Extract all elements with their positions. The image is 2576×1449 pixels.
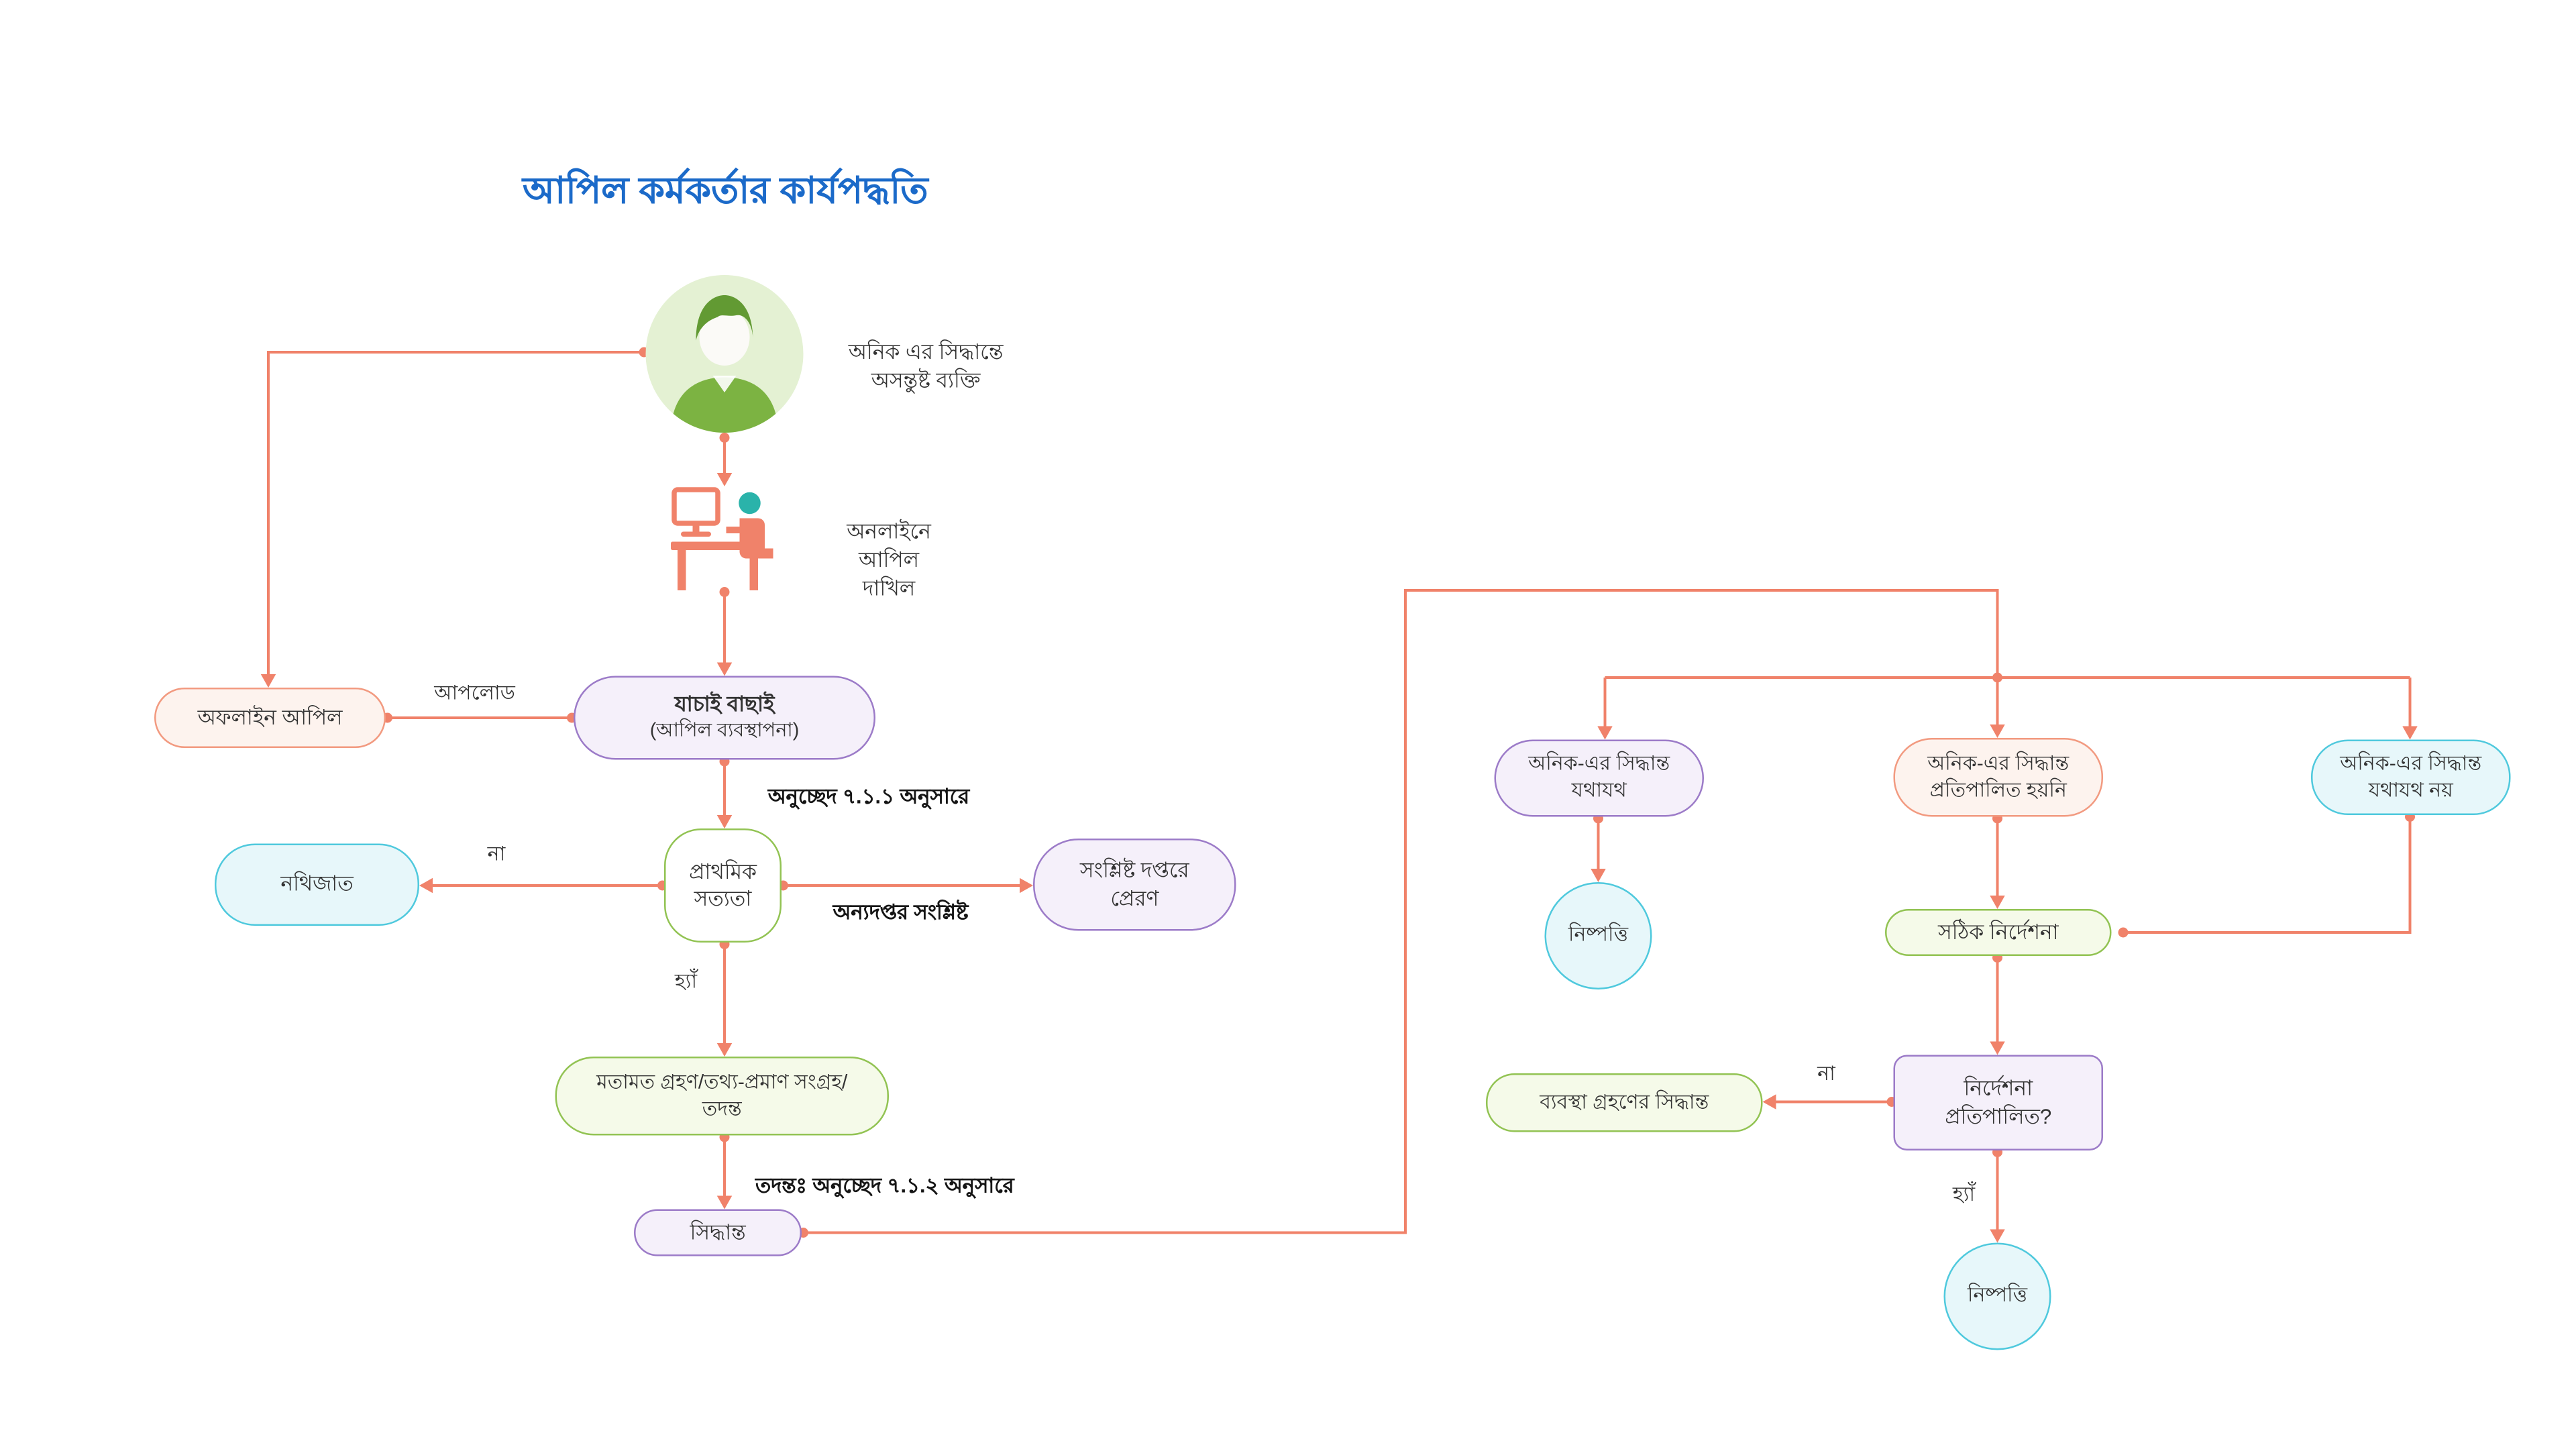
direction-followed-line2: প্রতিপালিত?: [1945, 1104, 2052, 1128]
primary-truth-line2: সত্যতা: [694, 887, 752, 911]
settlement-node-2: নিষ্পত্তি: [1943, 1242, 2051, 1350]
edge-label-upload: আপলোড: [434, 681, 515, 704]
edge-primary-to-senddept: [778, 877, 1033, 894]
verify-line2: (আপিল ব্যবস্থাপনা): [649, 720, 800, 741]
verify-line1: যাচাই বাছাই: [674, 693, 775, 717]
edge-label-no-1: না: [487, 842, 506, 865]
decision-node: সিদ্ধান্ত: [634, 1209, 802, 1256]
direction-followed-node: নির্দেশনা প্রতিপালিত?: [1893, 1055, 2103, 1150]
online-submit-caption-line2: দাখিল: [862, 576, 916, 600]
opinion-line2: তদন্ত: [702, 1095, 742, 1120]
anik-proper-line1: অনিক-এর সিদ্ধান্ত: [1528, 752, 1670, 776]
edge-proper-to-settle1: [1591, 813, 1606, 882]
complainant-caption: অনিক এর সিদ্ধান্তে অসন্তুষ্ট ব্যক্তি: [832, 339, 1020, 395]
edge-primary-to-filed: [419, 877, 667, 894]
correct-direction-node: সঠিক নির্দেশনা: [1885, 909, 2112, 956]
edge-label-yes-1: হ্যাঁ: [674, 969, 698, 993]
primary-truth-node: প্রাথমিক সত্যতা: [664, 828, 782, 943]
send-to-dept-node: সংশ্লিষ্ট দপ্তরে প্রেরণ: [1033, 839, 1236, 931]
edge-label-section-711: অনুচ্ছেদ ৭.১.১ অনুসারে: [767, 785, 970, 808]
edge-label-no-2: না: [1817, 1061, 1835, 1085]
decision-label: সিদ্ধান্ত: [690, 1220, 746, 1244]
edge-notfollowed-to-direction: [1990, 813, 2005, 909]
primary-truth-line1: প্রাথমিক: [689, 859, 757, 883]
dissatisfied-person-avatar-icon: [644, 274, 805, 435]
action-decision-node: ব্যবস্থা গ্রহণের সিদ্ধান্ত: [1486, 1073, 1763, 1132]
correct-direction-label: সঠিক নির্দেশনা: [1937, 920, 2059, 945]
edge-decision-to-branches: [798, 589, 2418, 1238]
direction-followed-line1: নির্দেশনা: [1964, 1077, 2033, 1101]
send-dept-line2: প্রেরণ: [1110, 886, 1159, 910]
online-submit-caption-line1: অনলাইনে আপিল: [847, 520, 931, 572]
edge-online-to-verify: [716, 587, 733, 676]
anik-decision-improper-node: অনিক-এর সিদ্ধান্ত যথাযথ নয়: [2311, 739, 2511, 815]
edge-offline-to-verify: [382, 712, 577, 723]
edge-complainant-to-online: [716, 433, 733, 486]
anik-improper-line2: যথাযথ নয়: [2368, 777, 2453, 801]
opinion-line1: মতামত গ্রহণ/তথ্য-প্রমাণ সংগ্রহ/: [596, 1069, 848, 1093]
offline-appeal-label: অফলাইন আপিল: [197, 706, 343, 730]
complainant-caption-line1: অনিক এর সিদ্ধান্তে: [848, 340, 1004, 364]
edge-verify-to-primary: [716, 756, 733, 828]
opinion-evidence-node: মতামত গ্রহণ/তথ্য-প্রমাণ সংগ্রহ/ তদন্ত: [555, 1057, 889, 1136]
edge-direction-to-followed: [1990, 953, 2005, 1055]
settlement-2-label: নিষ্পত্তি: [1967, 1283, 2028, 1307]
edge-label-other-dept: অন্যদপ্তর সংশ্লিষ্ট: [833, 900, 969, 924]
offline-appeal-node: অফলাইন আপিল: [154, 688, 386, 748]
edge-label-yes-2: হ্যাঁ: [1952, 1182, 1976, 1206]
edge-complainant-to-offline: [260, 347, 649, 688]
edge-primary-to-opinion: [716, 939, 733, 1057]
anik-not-followed-line1: অনিক-এর সিদ্ধান্ত: [1927, 751, 2070, 775]
complainant-caption-line2: অসন্তুষ্ট ব্যক্তি: [871, 368, 981, 392]
send-dept-line1: সংশ্লিষ্ট দপ্তরে: [1079, 859, 1189, 883]
action-decision-label: ব্যবস্থা গ্রহণের সিদ্ধান্ত: [1540, 1089, 1709, 1114]
anik-decision-proper-node: অনিক-এর সিদ্ধান্ত যথাযথ: [1494, 739, 1704, 817]
filed-label: নথিজাত: [280, 872, 354, 896]
settlement-1-label: নিষ্পত্তি: [1568, 922, 1629, 947]
anik-not-followed-line2: প্রতিপালিত হয়নি: [1929, 777, 2067, 801]
page-title: আপিল কর্মকর্তার কার্যপদ্ধতি: [522, 169, 928, 212]
edge-improper-to-direction: [2118, 812, 2415, 938]
anik-proper-line2: যথাযথ: [1571, 778, 1627, 802]
online-submit-caption: অনলাইনে আপিল দাখিল: [815, 519, 963, 604]
edge-opinion-to-decision: [716, 1132, 733, 1210]
verify-screening-node: যাচাই বাছাই (আপিল ব্যবস্থাপনা): [574, 676, 875, 760]
edge-label-investigation-712: তদন্তঃ অনুচ্ছেদ ৭.১.২ অনুসারে: [755, 1174, 1014, 1197]
anik-improper-line1: অনিক-এর সিদ্ধান্ত: [2340, 751, 2482, 775]
settlement-node-1: নিষ্পত্তি: [1544, 882, 1652, 989]
edge-followed-to-settle2: [1990, 1147, 2005, 1243]
edge-followed-to-action: [1762, 1094, 1897, 1110]
person-at-computer-icon: [671, 486, 782, 590]
anik-decision-not-followed-node: অনিক-এর সিদ্ধান্ত প্রতিপালিত হয়নি: [1893, 738, 2103, 817]
filed-node: নথিজাত: [215, 843, 419, 926]
